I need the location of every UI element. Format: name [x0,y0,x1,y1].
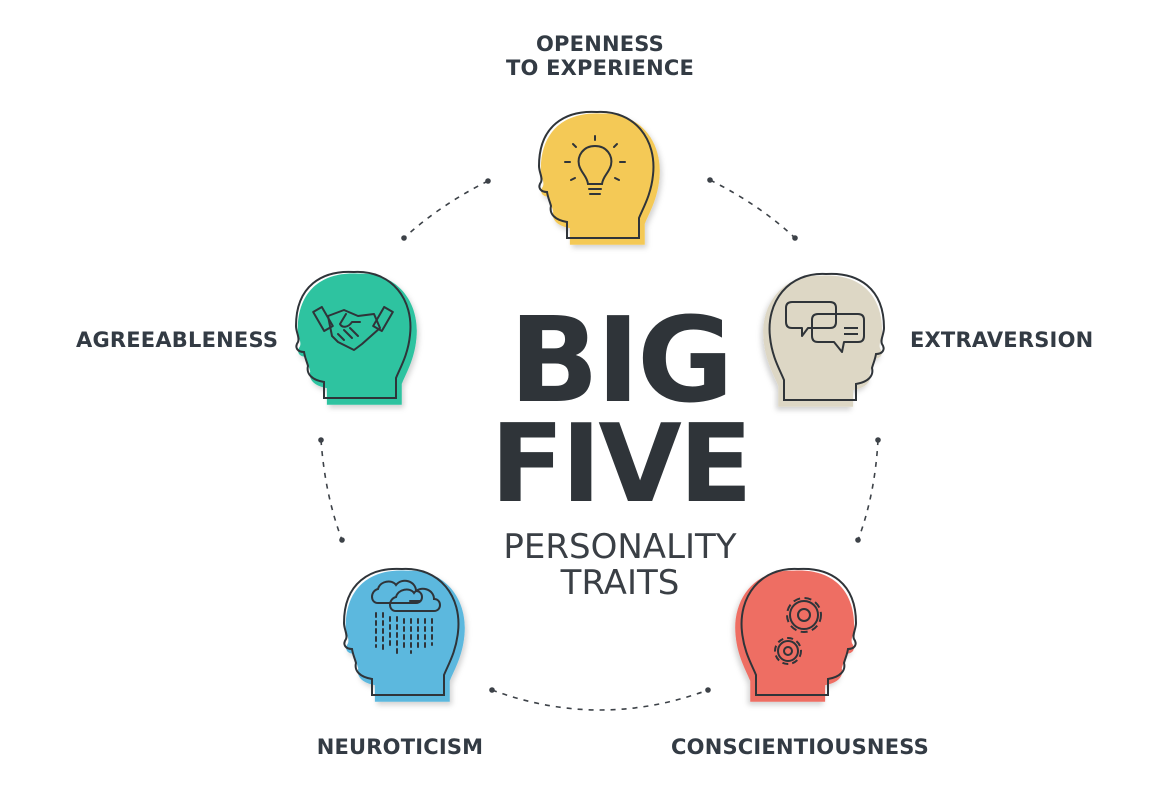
head-openness [538,110,660,245]
subtitle-traits: TRAITS [560,563,680,603]
title-big: BIG [509,291,734,429]
connector-agreeableness-neuroticism [318,437,345,543]
speech-bubbles-icon [785,301,865,353]
subtitle-personality: PERSONALITY [503,527,737,567]
connector-openness-extraversion [707,177,798,241]
label-openness-line2: TO EXPERIENCE [505,56,695,80]
connector-neuroticism-conscientiousness [489,687,711,711]
label-extraversion: EXTRAVERSION [910,328,1094,352]
label-openness-line1: OPENNESS [536,32,664,56]
rain-cloud-icon [371,579,441,654]
lightbulb-icon [564,135,626,195]
handshake-icon [312,305,394,351]
label-neuroticism: NEUROTICISM [316,735,484,759]
head-agreeableness [295,270,417,405]
label-openness: OPENNESS TO EXPERIENCE [470,32,730,80]
gears-icon [774,597,822,665]
connector-extraversion-conscientiousness [855,437,881,543]
label-agreeableness: AGREEABLENESS [76,328,279,352]
head-conscientiousness [735,567,857,702]
head-neuroticism [343,567,465,702]
connector-openness-agreeableness [401,178,491,241]
label-conscientiousness: CONSCIENTIOUSNESS [671,735,929,759]
title-five: FIVE [490,402,752,527]
head-extraversion [763,272,885,407]
